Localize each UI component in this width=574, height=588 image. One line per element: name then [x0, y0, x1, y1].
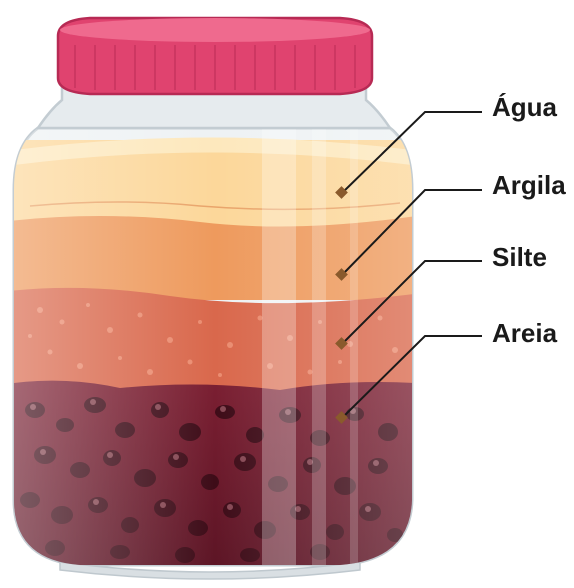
- label-agua: Água: [492, 94, 557, 120]
- label-silte: Silte: [492, 244, 547, 270]
- label-areia: Areia: [492, 320, 557, 346]
- label-argila: Argila: [492, 172, 566, 198]
- jar-lid: [58, 18, 372, 94]
